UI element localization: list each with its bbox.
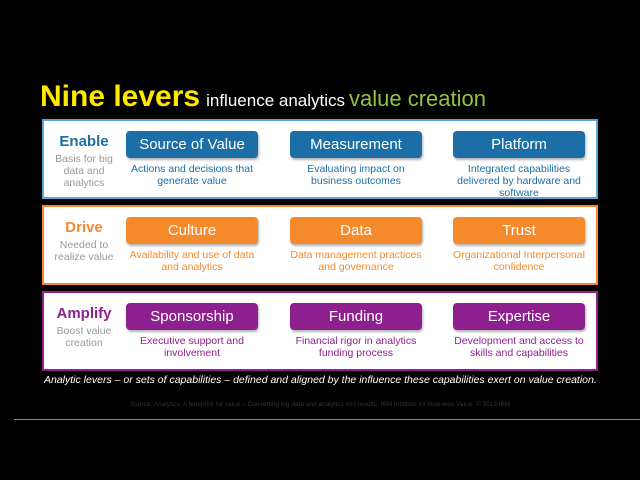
category-name: Enable [59,133,109,150]
lever-desc: Executive support and involvement [140,335,244,359]
category-desc: Boost value creation [56,325,112,349]
lever-desc: Development and access to skills and cap… [454,335,584,359]
lever-button[interactable]: Source of Value [126,131,258,158]
lever: Data Data management practices and gover… [290,217,422,273]
lever-button[interactable]: Data [290,217,422,244]
lever-desc: Financial rigor in analytics funding pro… [295,335,417,359]
lever: Expertise Development and access to skil… [453,303,585,359]
lever-desc: Availability and use of data and analyti… [129,249,255,273]
category-desc: Basis for big data and analytics [55,153,113,189]
lever: Funding Financial rigor in analytics fun… [290,303,422,359]
source-note: Source: Analytics: A blueprint for value… [129,401,511,408]
lever: Measurement Evaluating impact on busines… [290,131,422,187]
lever-desc: Evaluating impact on business outcomes [307,163,405,187]
title-end: value creation [349,86,486,111]
lever-desc: Organizational Interpersonal confidence [453,249,585,273]
lever-button[interactable]: Trust [453,217,585,244]
category-amplify: Amplify Boost value creation [46,293,122,349]
lever-button[interactable]: Expertise [453,303,585,330]
category-enable: Enable Basis for big data and analytics [46,121,122,189]
lever: Trust Organizational Interpersonal confi… [453,217,585,273]
lever: Culture Availability and use of data and… [126,217,258,273]
row-drive: Drive Needed to realize value Culture Av… [42,205,598,285]
row-enable: Enable Basis for big data and analytics … [42,119,598,199]
title-middle: influence analytics [206,91,346,110]
category-desc: Needed to realize value [54,239,114,263]
category-name: Drive [65,219,103,236]
lever: Platform Integrated capabilities deliver… [453,131,585,199]
lever-desc: Actions and decisions that generate valu… [131,163,253,187]
lever-button[interactable]: Sponsorship [126,303,258,330]
title-bold: Nine levers [40,80,201,113]
lever-button[interactable]: Funding [290,303,422,330]
lever-button[interactable]: Platform [453,131,585,158]
lever: Sponsorship Executive support and involv… [126,303,258,359]
lever-button[interactable]: Measurement [290,131,422,158]
lever-button[interactable]: Culture [126,217,258,244]
divider [14,419,640,420]
lever-desc: Integrated capabilities delivered by har… [457,163,581,199]
caption: Analytic levers – or sets of capabilitie… [44,374,597,386]
category-drive: Drive Needed to realize value [46,207,122,263]
row-amplify: Amplify Boost value creation Sponsorship… [42,291,598,371]
lever: Source of Value Actions and decisions th… [126,131,258,187]
lever-desc: Data management practices and governance [290,249,422,273]
category-name: Amplify [56,305,112,322]
